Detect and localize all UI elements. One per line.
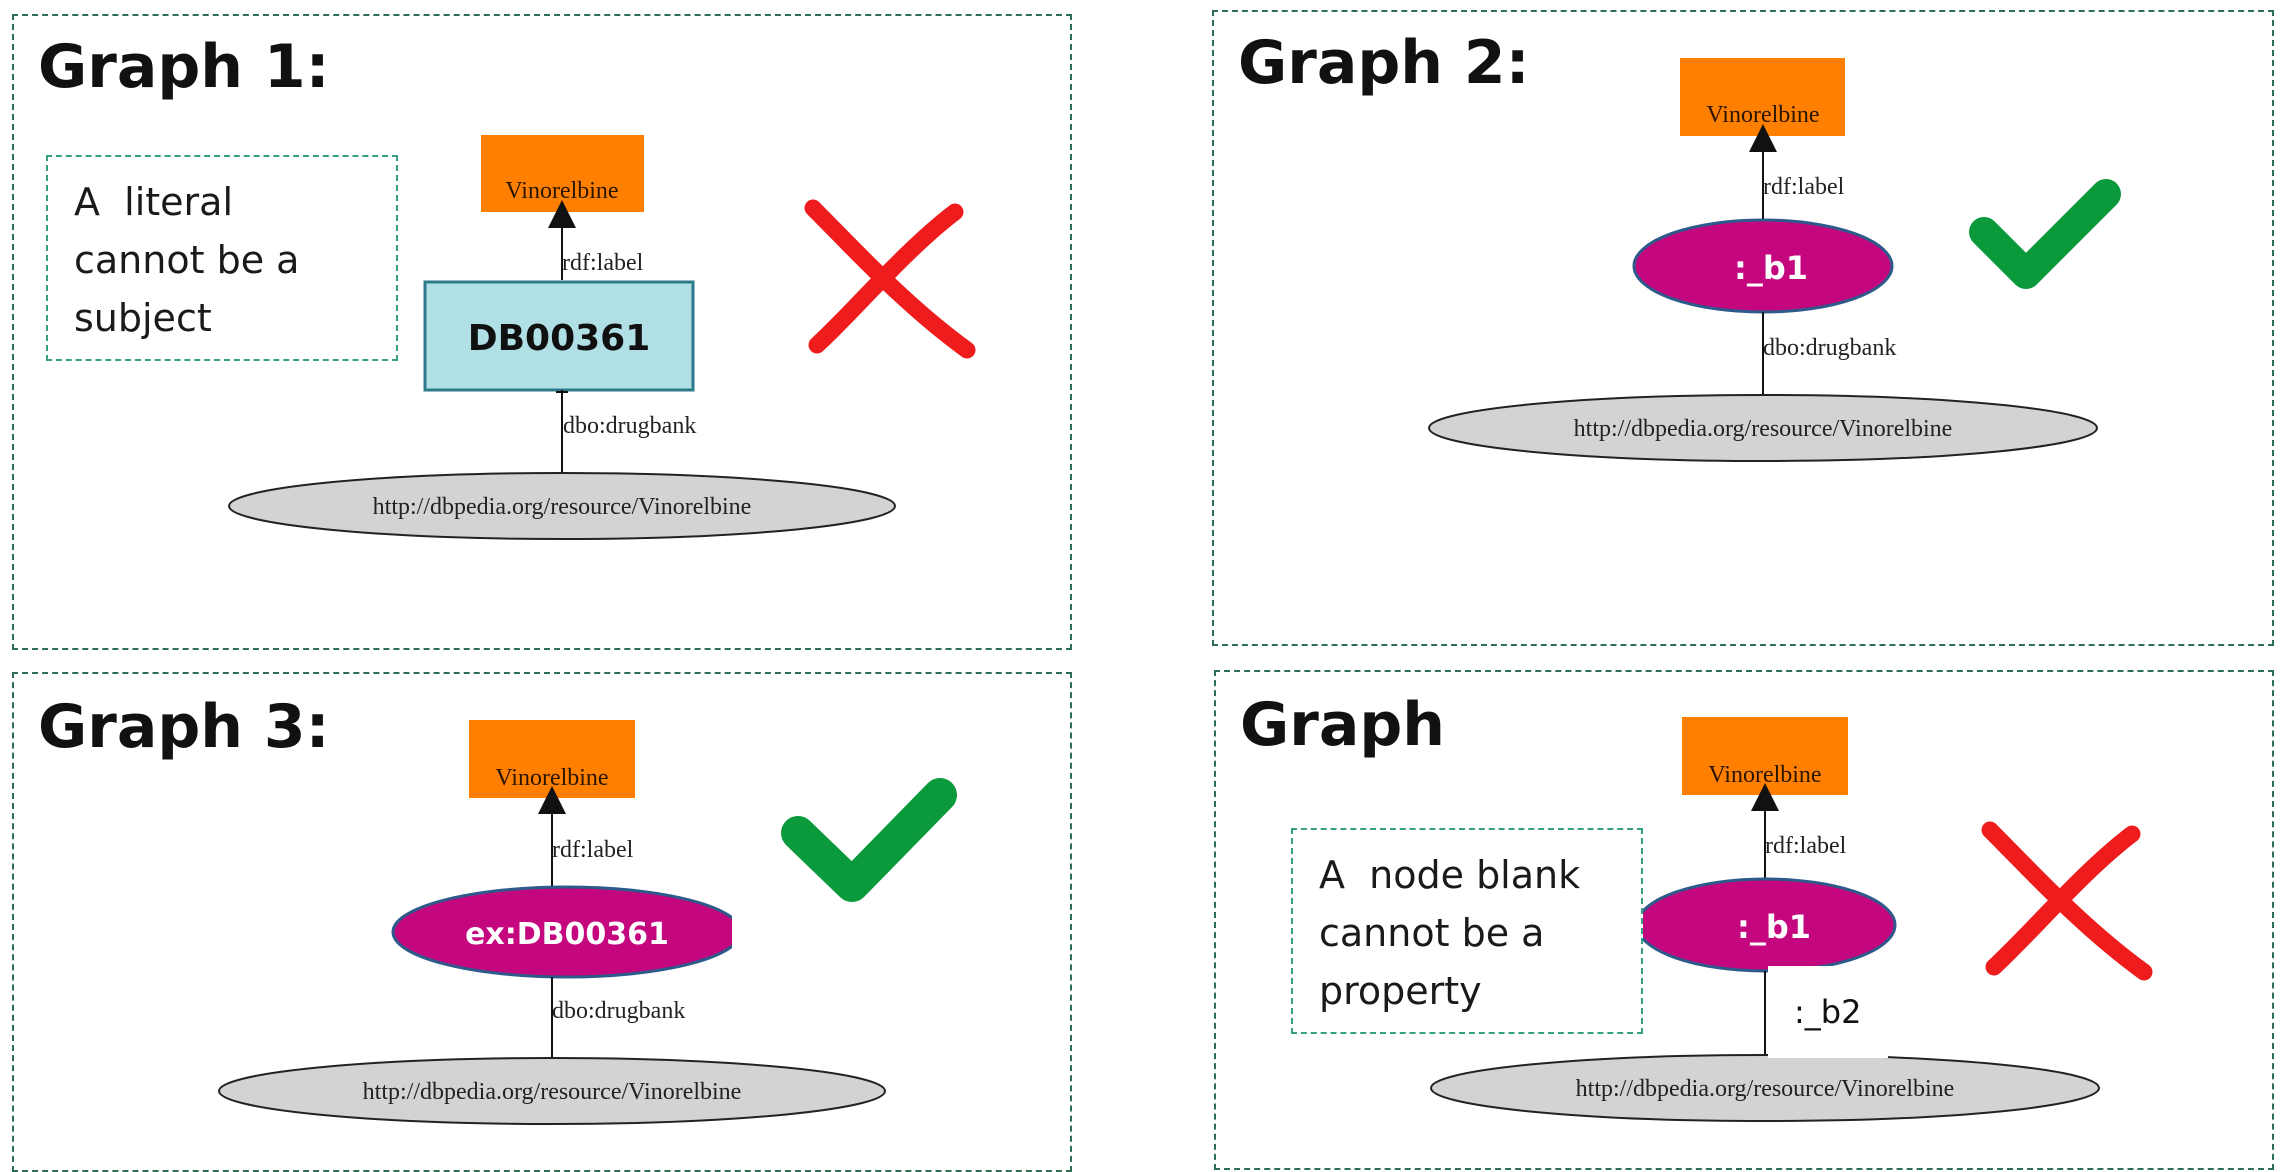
vinorelbine-uri-label: http://dbpedia.org/resource/Vinorelbine [1574, 416, 1953, 442]
vinorelbine-literal-node [481, 135, 644, 212]
ex-db00361-label: ex:DB00361 [465, 917, 669, 952]
vinorelbine-uri-label: http://dbpedia.org/resource/Vinorelbine [1576, 1076, 1955, 1102]
graph-1-note: A literal cannot be a subject [46, 155, 398, 361]
graph-1-diagram: Vinorelbine rdf:label DB00361 dbo:drugba… [228, 135, 896, 540]
rdf-label-edge-label: rdf:label [1765, 833, 1847, 859]
db00361-label: DB00361 [468, 318, 651, 359]
vinorelbine-uri-label: http://dbpedia.org/resource/Vinorelbine [363, 1079, 742, 1105]
cross-icon [1981, 821, 2153, 981]
vinorelbine-uri-label: http://dbpedia.org/resource/Vinorelbine [373, 494, 752, 520]
blank-node-b1-label: :_b1 [1734, 249, 1808, 287]
graph-4-note: A node blank cannot be a property [1291, 828, 1643, 1034]
rdf-label-edge-label: rdf:label [562, 250, 644, 276]
graph-2-title: Graph 2: [1238, 28, 1530, 98]
vinorelbine-literal-node [1680, 58, 1845, 136]
note-line: A literal [74, 180, 234, 224]
check-icon [781, 778, 957, 902]
cross-icon [804, 199, 976, 359]
dbo-drugbank-edge-label: dbo:drugbank [552, 998, 685, 1024]
graph-3-title: Graph 3: [38, 692, 330, 762]
note-line: subject [74, 296, 212, 340]
vinorelbine-uri-node [1430, 1054, 2100, 1122]
vinorelbine-literal-label: Vinorelbine [505, 178, 618, 204]
db00361-literal-node [423, 280, 695, 392]
ex-db00361-node [391, 885, 732, 979]
blank-node-b1-label: :_b1 [1737, 908, 1811, 946]
note-line: A node blank [1319, 853, 1581, 897]
graph-3-diagram: Vinorelbine rdf:label ex:DB00361 dbo:dru… [218, 720, 886, 1125]
graph-2-panel [1212, 10, 2274, 646]
vinorelbine-literal-label: Vinorelbine [1708, 762, 1821, 788]
check-icon [1969, 179, 2121, 289]
b2-edge-label: :_b2 [1768, 966, 1888, 1058]
vinorelbine-uri-node [1428, 394, 2098, 462]
vinorelbine-literal-node [1682, 717, 1848, 795]
graph-2-diagram: Vinorelbine rdf:label :_b1 dbo:drugbank … [1428, 58, 2098, 462]
rdf-label-edge-label: rdf:label [552, 837, 634, 863]
dbo-drugbank-edge-label: dbo:drugbank [563, 413, 696, 439]
graph-4-title-text: Graph [1240, 690, 1445, 760]
note-line: cannot be a [1319, 911, 1545, 955]
vinorelbine-uri-node [228, 472, 896, 540]
vinorelbine-uri-node [218, 1057, 886, 1125]
graph-1-panel [12, 14, 1072, 650]
graph-4-title: Graph [1240, 690, 1445, 760]
vinorelbine-literal-node [469, 720, 635, 798]
vinorelbine-literal-label: Vinorelbine [1706, 102, 1819, 128]
dbo-drugbank-edge-label: dbo:drugbank [1763, 335, 1896, 361]
rdf-label-edge-label: rdf:label [1763, 174, 1845, 200]
note-line: cannot be a [74, 238, 300, 282]
note-line: property [1319, 969, 1482, 1013]
graph-1-title: Graph 1: [38, 32, 330, 102]
